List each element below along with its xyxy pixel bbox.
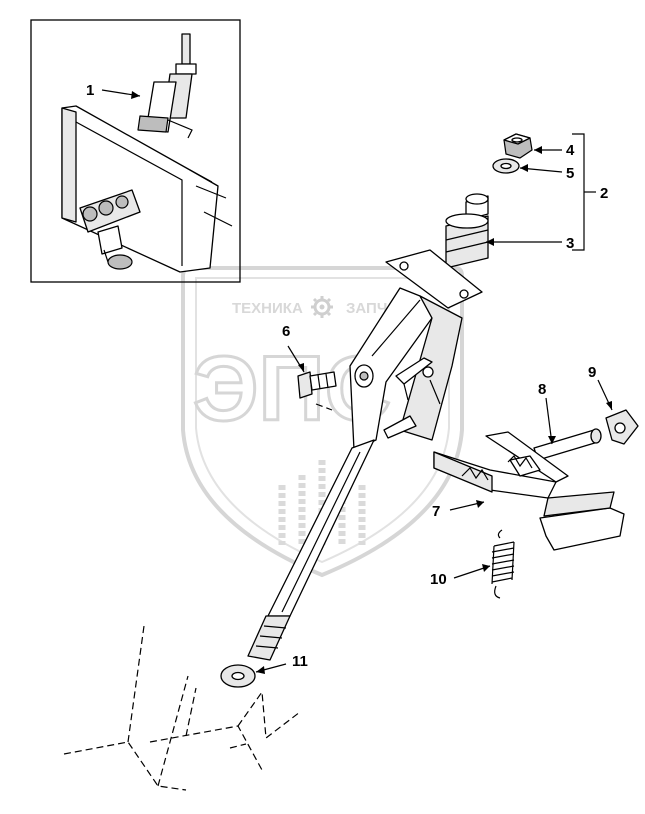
- callout-5: 5: [566, 165, 574, 182]
- gear-icon: [311, 296, 333, 318]
- nut-part-4: [503, 133, 533, 159]
- callout-labels: 1 2 3 4 5 6 7 8 9 10 11: [86, 82, 608, 670]
- callout-leaders: [101, 89, 613, 674]
- callout-4: 4: [566, 142, 575, 159]
- callout-6: 6: [282, 323, 290, 340]
- spring-part-10: [491, 529, 515, 599]
- clip-part-9: [605, 409, 639, 445]
- callout-8: 8: [538, 381, 546, 398]
- washer-part-11: [220, 664, 256, 688]
- callout-3: 3: [566, 235, 574, 252]
- pin-part-8: [533, 428, 602, 461]
- bolt-part-6: [297, 371, 337, 411]
- callout-9: 9: [588, 364, 596, 381]
- inset-frame: [30, 19, 241, 283]
- steering-column: [247, 193, 489, 661]
- callout-10: 10: [430, 571, 447, 588]
- callout-7: 7: [432, 503, 440, 520]
- watermark-text-left: ТЕХНИКА: [232, 300, 303, 317]
- callout-2: 2: [600, 185, 608, 202]
- inset-view: [30, 19, 241, 283]
- ratchet-part-7: [433, 431, 625, 551]
- washer-part-5: [492, 158, 520, 174]
- callout-1: 1: [86, 82, 94, 99]
- dashed-outline: [63, 625, 301, 791]
- callout-11: 11: [292, 653, 308, 670]
